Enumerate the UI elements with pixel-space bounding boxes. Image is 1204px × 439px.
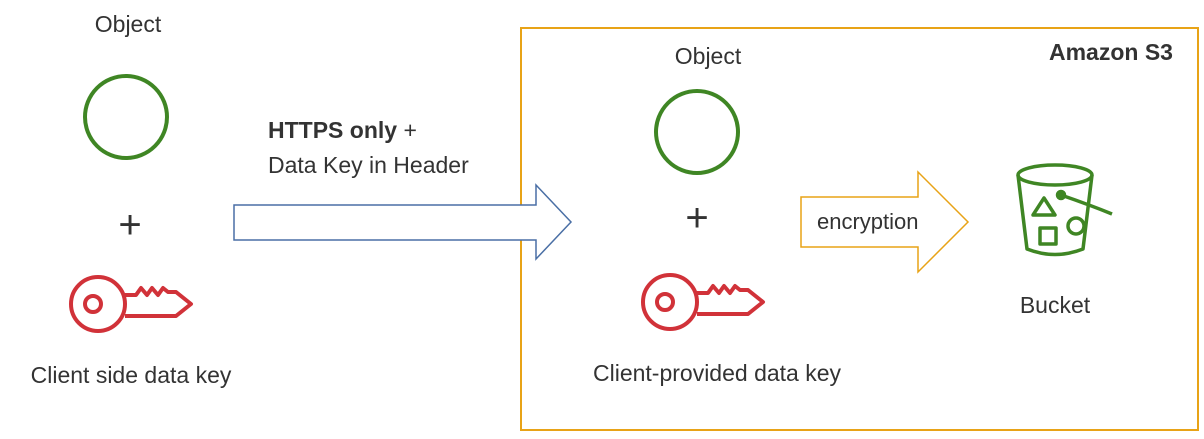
s3-key-label: Client-provided data key [592,360,842,386]
left-object-label: Object [94,11,162,37]
https-plus-text: + [397,117,417,143]
left-plus-sign: + [118,203,142,247]
amazon-s3-title: Amazon S3 [1049,39,1173,65]
https-only-bold-text: HTTPS only [268,117,398,143]
data-key-header-label: Data Key in Header [268,152,469,178]
left-object-circle [83,74,169,160]
bucket-label: Bucket [1019,292,1091,318]
https-only-label: HTTPS only + [268,117,417,144]
encryption-arrow [800,170,970,274]
left-key-icon [69,275,193,333]
left-key-label: Client side data key [30,362,232,388]
https-arrow [233,183,573,261]
s3-plus-sign: + [685,196,709,240]
s3-object-label: Object [674,43,742,69]
s3-object-circle [654,89,740,175]
bucket-icon [1016,163,1113,257]
encryption-label: encryption [817,209,919,234]
s3-key-icon [641,273,765,331]
